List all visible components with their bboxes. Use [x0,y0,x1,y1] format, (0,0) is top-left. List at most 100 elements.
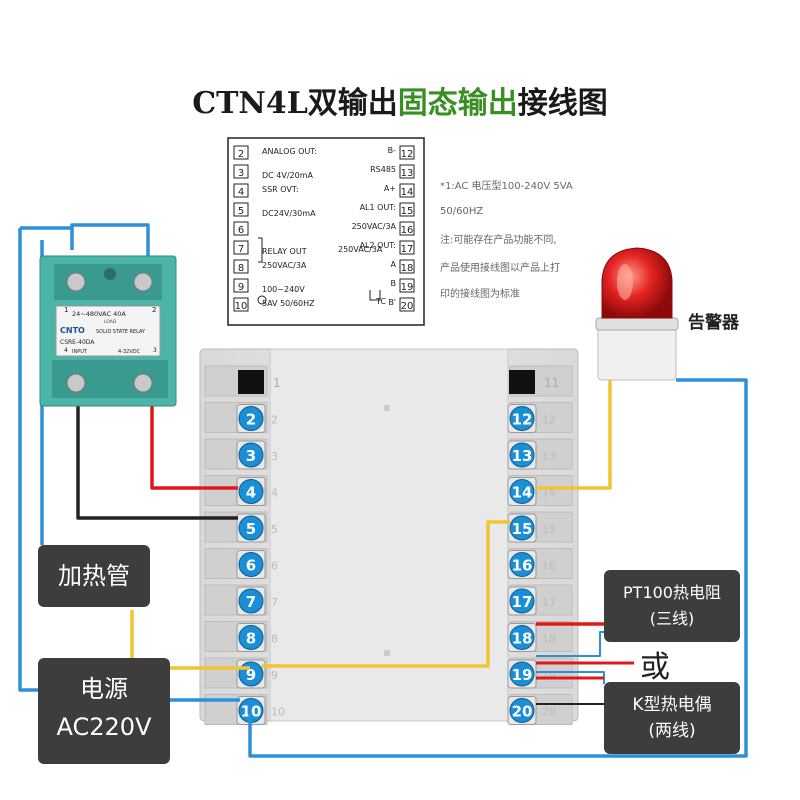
spec-right-label: B- [388,146,396,155]
or-label: 或 [640,650,670,685]
terminal-7-ghost-label: 7 [271,596,278,609]
spec-pin-box [399,164,415,179]
wire-yellow-t9-t15 [262,520,510,668]
spec-row-text: 250VAC/3A [262,261,307,270]
terminal-2-ghost-label: 2 [271,414,278,427]
terminal-16-number: 16 [512,557,533,575]
spec-row-text: SSR OVT: [262,185,299,194]
relay-type: SOLID STATE RELAY [96,329,146,335]
spec-tc-label: TC [375,297,386,306]
spec-pin-number: 4 [238,187,244,198]
terminal-10-ghost-label: 10 [271,706,285,719]
wire-blue-t19-pt100 [536,631,604,657]
spec-row-text: ANALOG OUT: [262,147,317,156]
relay-load-label: LOAD [104,319,117,325]
relay-screw-2 [133,272,153,292]
note-line-3: 注:可能存在产品功能不同, [440,235,557,246]
terminal-5-ghost-label: 5 [271,523,278,536]
relay-model: CSRE-40DA [60,339,95,346]
spec-pin-box [399,202,415,217]
alarm-highlight [617,264,633,300]
terminal-12-badge [509,406,535,431]
alarm-dome [601,247,673,319]
solid-state-relay: 1 2 24~480VAC 40A LOAD CNTO SOLID STATE … [39,255,177,407]
panel-hole-top [384,405,390,411]
spec-pin-box [233,259,249,274]
spec-pin-box [233,183,249,198]
terminal-19-ghost-label: 19 [542,669,556,682]
relay-terminal-3: 3 [153,347,157,354]
power-label-line2: AC220V [56,713,152,741]
terminal-15-badge [509,515,535,541]
note-line-4: 产品使用接线图以产品上打 [440,263,560,274]
terminal-18-number: 18 [512,630,533,648]
terminal-1-label: 1 [273,376,281,390]
spec-pin-box [233,202,249,217]
spec-row-text: 100~240V [262,285,305,294]
spec-right-label: RS485 [370,165,396,174]
terminal-20-number: 20 [512,703,533,721]
terminal-19-number: 19 [512,666,533,684]
spec-pin-number: 20 [401,301,414,312]
terminal-4-ghost-label: 4 [271,487,278,500]
spec-pin-box [399,259,415,274]
terminal-13-ghost-label: 13 [542,450,556,463]
spec-pin-number: 7 [238,244,244,255]
spec-right-label: AL1 OUT: [360,203,396,212]
alarm-label: 告警器 [688,313,739,333]
spec-pin-box [399,221,415,236]
wire-blue-outer [18,228,38,692]
relay-input-label: INPUT [72,349,88,355]
terminal-5-number: 5 [246,520,256,538]
pt100-label-line2: (三线) [649,609,695,628]
spec-pin-number: 16 [401,225,414,236]
title-ssr: 固态输出 [397,86,518,121]
relay-mount-hole [104,268,116,280]
spec-pin-box [233,221,249,236]
note-line-2: 50/60HZ [440,206,484,217]
spec-pin-box [399,278,415,293]
wire-blue-relay-load2 [70,223,150,258]
terminal-4-number: 4 [246,484,256,502]
relay-screw-1 [66,272,86,292]
terminal-20-badge [509,698,535,723]
terminal-12-number: 12 [512,411,533,429]
terminal-15-number: 15 [512,520,533,538]
title-model: CTN4L [192,86,308,121]
terminal-9-number: 9 [246,666,256,684]
terminal-8-badge [238,625,264,650]
spec-pin-number: 13 [401,168,414,179]
wire-black-relay-t5 [76,390,238,520]
spec-pin-box [233,240,249,255]
terminal-2-badge [238,406,264,431]
terminal-11-label: 11 [544,376,559,390]
spec-pin-box [399,240,415,255]
wire-red-relay-t4 [150,390,238,490]
spec-pin-number: 3 [238,168,244,179]
terminal-12-ghost-label: 12 [542,414,556,427]
thermocouple-label-line2: (两线) [648,721,696,741]
relay-label-plate [55,305,161,357]
spec-pin-number: 17 [401,244,414,255]
spec-right-label: B [391,279,397,288]
spec-pin-number: 5 [238,206,244,217]
spec-row-text: 5AV 50/60HZ [262,299,315,308]
terminal-17-number: 17 [512,593,533,611]
terminal-5-badge [238,515,264,541]
spec-pin-box [399,297,415,312]
alarm-base [597,321,677,381]
spec-border [227,137,425,326]
relay-brand: CNTO [60,326,85,335]
terminal-14-badge [509,479,535,504]
spec-relay-symbol [258,237,263,263]
spec-row-text: DC24V/30mA [262,209,316,218]
power-label-line1: 电源 [80,675,128,703]
terminal-6-number: 6 [246,557,256,575]
spec-pin-number: 2 [238,149,244,160]
terminal-7-badge [238,588,264,614]
terminal-18-badge [509,625,535,650]
